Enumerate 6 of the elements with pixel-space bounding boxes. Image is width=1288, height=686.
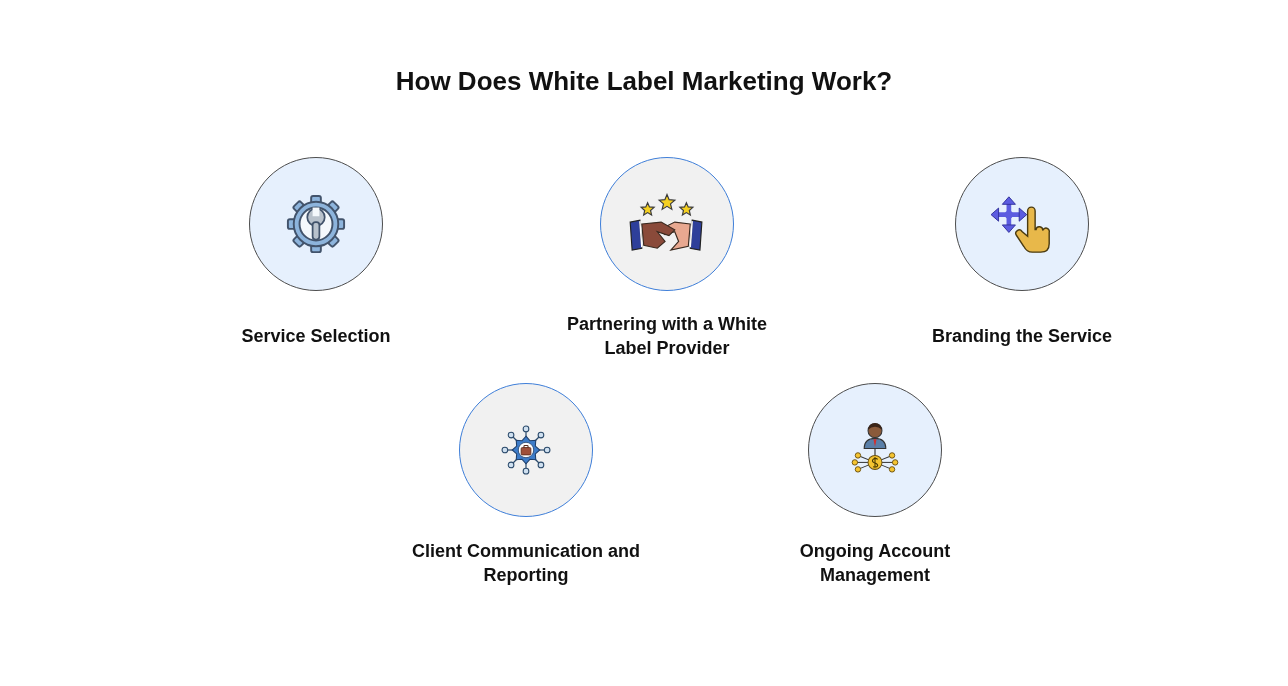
step-label: Ongoing Account Management <box>798 540 952 587</box>
step-label: Partnering with a White Label Provider <box>566 313 768 360</box>
step-label: Service Selection <box>241 325 391 348</box>
step-label: Client Communication and Reporting <box>411 540 641 587</box>
step-label: Branding the Service <box>931 325 1113 348</box>
title: How Does White Label Marketing Work? <box>394 65 894 98</box>
